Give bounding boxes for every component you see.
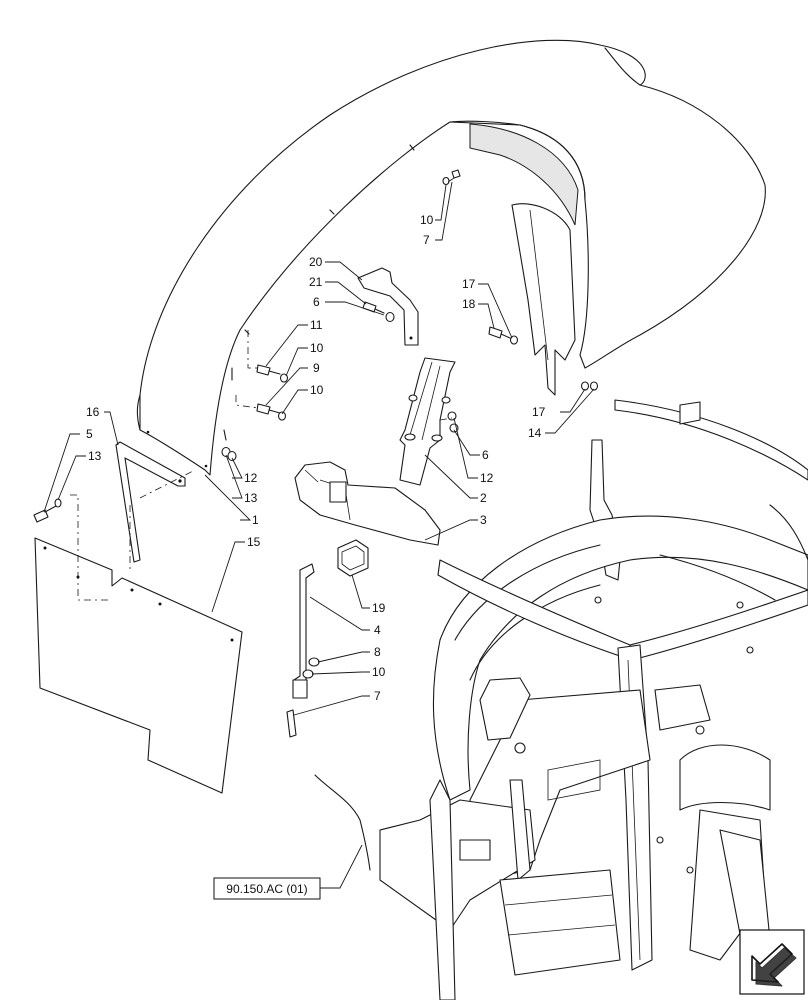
leader-lines <box>43 181 595 889</box>
part-3-duct <box>294 461 441 546</box>
callout-17: 17 <box>462 277 476 291</box>
callout-6: 6 <box>313 295 320 309</box>
reference-box[interactable] <box>213 877 321 900</box>
callout-17: 17 <box>532 405 546 419</box>
callout-13: 13 <box>244 491 258 505</box>
callout-21: 21 <box>309 275 323 289</box>
part-16-rod <box>115 441 186 563</box>
assembly-lines <box>70 177 455 601</box>
part-19-grommet <box>337 539 369 577</box>
callout-1: 1 <box>252 513 259 527</box>
callout-10: 10 <box>420 213 434 227</box>
callout-12: 12 <box>480 471 494 485</box>
callout-7: 7 <box>374 689 381 703</box>
part-4-strut <box>286 563 315 738</box>
callout-18: 18 <box>462 297 476 311</box>
part-2-support <box>399 357 456 486</box>
callout-19: 19 <box>372 601 386 615</box>
callout-11: 11 <box>310 318 323 332</box>
part-15-mudflap <box>34 537 243 794</box>
callout-6: 6 <box>482 448 489 462</box>
reference-link[interactable]: 90.150.AC (01) <box>213 877 321 900</box>
callout-10: 10 <box>372 665 386 679</box>
callout-20: 20 <box>309 255 323 269</box>
callout-7: 7 <box>423 233 430 247</box>
callout-15: 15 <box>247 535 261 549</box>
inner-fender-panel <box>511 203 576 396</box>
callout-8: 8 <box>374 645 381 659</box>
callout-2: 2 <box>480 491 487 505</box>
hardware <box>33 169 599 679</box>
callout-3: 3 <box>480 513 487 527</box>
callout-5: 5 <box>86 427 93 441</box>
callout-labels: 10 7 20 21 6 17 18 11 10 9 10 17 14 16 5… <box>86 213 546 703</box>
arrow-out-icon[interactable] <box>739 929 805 995</box>
callout-12: 12 <box>244 471 258 485</box>
part-20-bracket <box>357 267 419 346</box>
callout-14: 14 <box>528 426 542 440</box>
cab-frame-assembly <box>314 399 808 1000</box>
callout-10: 10 <box>310 383 324 397</box>
fender-shell <box>136 39 766 476</box>
reference-label: 90.150.AC (01) <box>226 882 307 896</box>
callout-10: 10 <box>310 341 324 355</box>
callout-9: 9 <box>313 361 320 375</box>
callout-13: 13 <box>88 449 102 463</box>
callout-16: 16 <box>86 405 100 419</box>
callout-4: 4 <box>374 623 381 637</box>
